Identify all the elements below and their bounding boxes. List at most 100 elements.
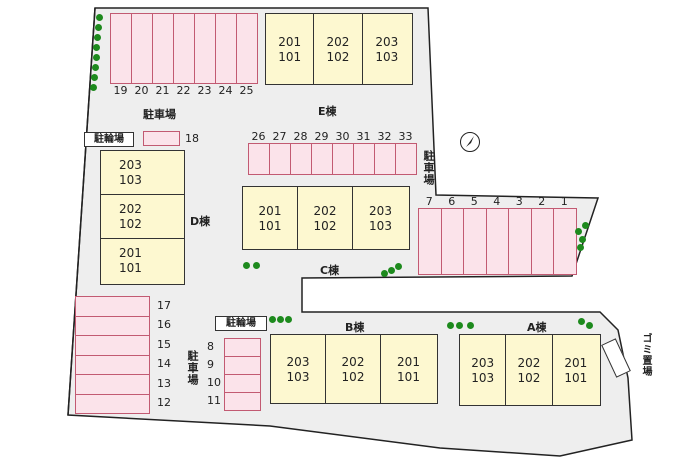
parking-slot-7[interactable] (418, 208, 442, 275)
parking-number-13: 13 (157, 376, 171, 390)
parking-number-23: 23 (197, 84, 212, 97)
parking-number-33: 33 (398, 130, 413, 143)
tree-icon (456, 322, 463, 329)
tree-icon (467, 322, 474, 329)
parking-slot-16[interactable] (75, 315, 150, 336)
parking-slot-19[interactable] (110, 13, 132, 84)
parking-label-bottom: 駐車場 (186, 350, 199, 386)
tree-icon (578, 318, 585, 325)
parking-slot-30[interactable] (332, 143, 354, 175)
parking-slot-18[interactable] (143, 131, 180, 146)
parking-slot-28[interactable] (290, 143, 312, 175)
parking-slot-4[interactable] (485, 208, 509, 275)
parking-slot-31[interactable] (353, 143, 375, 175)
parking-slot-25[interactable] (236, 13, 258, 84)
parking-slot-14[interactable] (75, 354, 150, 375)
parking-slot-12[interactable] (75, 393, 150, 414)
parking-slot-29[interactable] (311, 143, 333, 175)
parking-number-12: 12 (157, 396, 171, 410)
bicycle-parking-bottom: 駐輪場 (215, 316, 267, 331)
parking-slot-13[interactable] (75, 374, 150, 395)
parking-number-2: 2 (538, 195, 546, 208)
tree-icon (94, 34, 101, 41)
parking-slot-9[interactable] (224, 356, 261, 375)
parking-slot-15[interactable] (75, 335, 150, 356)
parking-slot-8[interactable] (224, 338, 261, 357)
unit-number: 103 (119, 173, 142, 187)
parking-slot-6[interactable] (440, 208, 464, 275)
unit-number: 203 (119, 158, 142, 172)
parking-number-21: 21 (155, 84, 170, 97)
tree-icon (395, 263, 402, 270)
parking-number-9: 9 (207, 358, 214, 371)
parking-number-4: 4 (493, 195, 501, 208)
parking-number-27: 27 (272, 130, 287, 143)
parking-number-5: 5 (470, 195, 478, 208)
tree-icon (285, 316, 292, 323)
parking-slot-32[interactable] (374, 143, 396, 175)
parking-label-top: 駐車場 (143, 108, 176, 121)
tree-icon (388, 267, 395, 274)
parking-slot-17[interactable] (75, 296, 150, 317)
unit-number: 102 (517, 371, 541, 385)
parking-number-16: 16 (157, 318, 171, 332)
parking-slot-23[interactable] (194, 13, 216, 84)
unit-number: 201 (119, 246, 142, 260)
parking-number-26: 26 (251, 130, 266, 143)
unit-number: 103 (375, 50, 399, 64)
parking-slot-21[interactable] (152, 13, 174, 84)
parking-slot-3[interactable] (508, 208, 532, 275)
tree-icon (582, 222, 589, 229)
garbage-label: ゴミ置場 (640, 333, 651, 377)
unit-number: 202 (341, 355, 365, 369)
tree-icon (92, 64, 99, 71)
unit-number: 101 (564, 371, 588, 385)
tree-icon (586, 322, 593, 329)
parking-slot-27[interactable] (269, 143, 291, 175)
tree-icon (575, 228, 582, 235)
unit-number: 101 (397, 370, 420, 384)
parking-slot-2[interactable] (530, 208, 554, 275)
parking-number-8: 8 (207, 340, 214, 353)
parking-slot-24[interactable] (215, 13, 237, 84)
parking-slot-11[interactable] (224, 392, 261, 411)
parking-slot-5[interactable] (463, 208, 487, 275)
parking-slot-26[interactable] (248, 143, 270, 175)
parking-slot-33[interactable] (395, 143, 417, 175)
parking-slot-1[interactable] (553, 208, 577, 275)
unit-number: 103 (286, 370, 310, 384)
unit-number: 201 (564, 356, 588, 370)
parking-slot-22[interactable] (173, 13, 195, 84)
parking-slot-20[interactable] (131, 13, 153, 84)
parking-number-28: 28 (293, 130, 308, 143)
unit-number: 202 (326, 35, 350, 49)
parking-number-20: 20 (134, 84, 149, 97)
tree-icon (447, 322, 454, 329)
unit-number: 203 (375, 35, 399, 49)
building-C-label: C棟 (320, 264, 340, 277)
parking-number-11: 11 (207, 394, 221, 407)
parking-number-7: 7 (425, 195, 433, 208)
tree-icon (90, 84, 97, 91)
parking-slot-10[interactable] (224, 374, 261, 393)
building-D-label: D棟 (190, 215, 211, 228)
parking-number-19: 19 (113, 84, 128, 97)
unit-number: 101 (278, 50, 302, 64)
